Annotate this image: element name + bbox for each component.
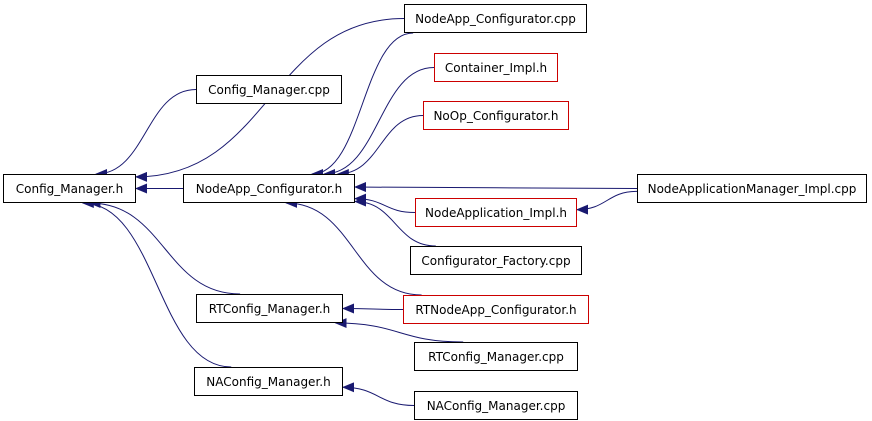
node-label: Config_Manager.h xyxy=(15,181,124,196)
node-noop-configurator-h[interactable]: NoOp_Configurator.h xyxy=(423,101,569,130)
node-label: NodeApplication_Impl.h xyxy=(425,205,567,220)
node-rtconfig-manager-cpp[interactable]: RTConfig_Manager.cpp xyxy=(414,342,578,371)
node-label: RTNodeApp_Configurator.h xyxy=(415,302,577,317)
dependency-edge xyxy=(311,32,414,179)
dependency-edge xyxy=(342,303,404,314)
node-nodeapp-configurator-h[interactable]: NodeApp_Configurator.h xyxy=(183,174,355,203)
edge-layer xyxy=(81,18,638,406)
dependency-edge xyxy=(334,318,464,343)
node-label: Container_Impl.h xyxy=(444,60,548,75)
node-nodeapplication-impl-h[interactable]: NodeApplication_Impl.h xyxy=(415,198,577,227)
node-naconfig-manager-cpp[interactable]: NAConfig_Manager.cpp xyxy=(414,391,578,420)
node-container-impl-h[interactable]: Container_Impl.h xyxy=(434,53,558,82)
dependency-edge xyxy=(354,193,416,213)
node-label: NodeApplicationManager_Impl.cpp xyxy=(647,181,857,196)
node-label: Config_Manager.cpp xyxy=(208,82,330,97)
node-label: Configurator_Factory.cpp xyxy=(421,253,571,268)
node-nodeapp-configurator-cpp[interactable]: NodeApp_Configurator.cpp xyxy=(404,4,587,33)
node-config-manager-cpp[interactable]: Config_Manager.cpp xyxy=(196,75,342,104)
node-label: RTConfig_Manager.cpp xyxy=(428,349,564,364)
node-label: NodeApp_Configurator.cpp xyxy=(415,11,576,26)
node-naconfig-manager-h[interactable]: NAConfig_Manager.h xyxy=(194,367,343,396)
node-label: NodeApp_Configurator.h xyxy=(195,181,343,196)
dependency-edge xyxy=(576,190,638,215)
node-rtnodeapp-configurator-h[interactable]: RTNodeApp_Configurator.h xyxy=(403,295,589,324)
node-config-manager-h: Config_Manager.h xyxy=(3,174,136,203)
dependency-edge xyxy=(354,196,436,247)
node-label: NAConfig_Manager.h xyxy=(206,374,331,389)
dependency-edge xyxy=(336,115,424,179)
dependency-edge xyxy=(81,198,232,368)
dependency-edge xyxy=(285,198,422,296)
dependency-edge xyxy=(95,89,197,179)
dependency-edge xyxy=(88,198,241,295)
node-nodeapplicationmanager-impl-cpp[interactable]: NodeApplicationManager_Impl.cpp xyxy=(637,174,867,203)
dependency-edge xyxy=(342,382,415,406)
node-label: NAConfig_Manager.cpp xyxy=(426,398,566,413)
node-label: NoOp_Configurator.h xyxy=(433,108,559,123)
node-configurator-factory-cpp[interactable]: Configurator_Factory.cpp xyxy=(410,246,582,275)
dependency-edge xyxy=(354,182,638,193)
node-rtconfig-manager-h[interactable]: RTConfig_Manager.h xyxy=(196,294,343,323)
node-label: RTConfig_Manager.h xyxy=(208,301,331,316)
